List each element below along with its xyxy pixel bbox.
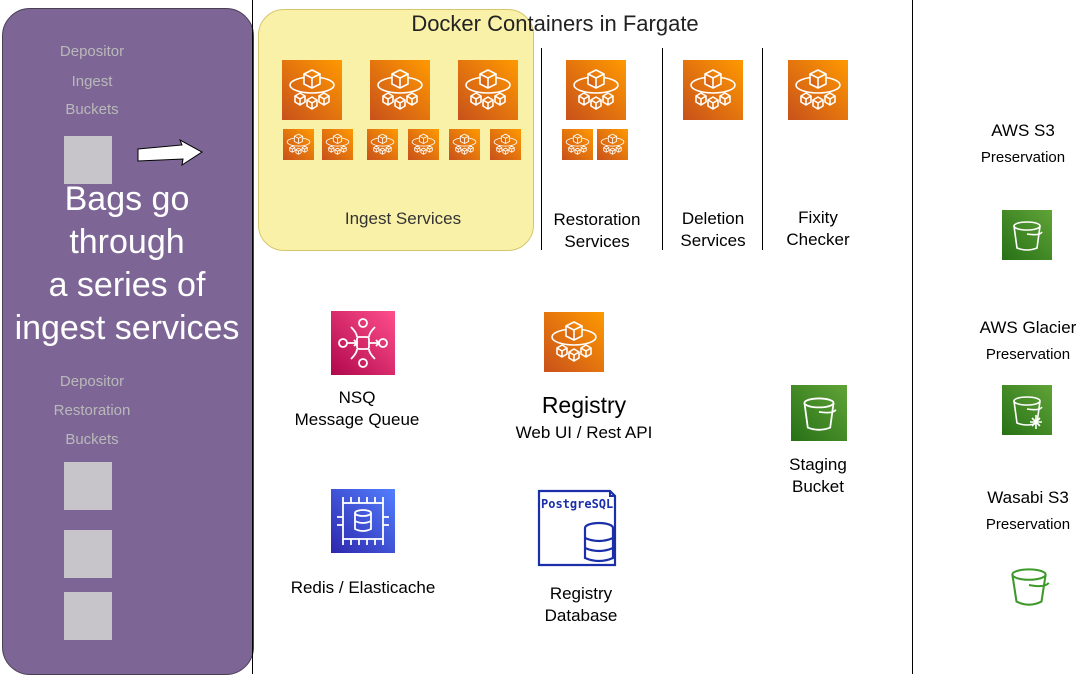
deletion-services-label: Deletion Services xyxy=(663,208,763,252)
cube-icon xyxy=(458,60,518,120)
depositor-ingest-label-2: Ingest xyxy=(71,73,113,90)
cube-icon xyxy=(449,129,480,160)
wasabi-s3-subtitle: Preservation xyxy=(985,516,1071,533)
redis-label: Redis / Elasticache xyxy=(290,578,436,597)
cube-icon xyxy=(566,60,626,120)
cube-icon xyxy=(282,60,342,120)
left-divider xyxy=(252,0,253,674)
banner-text: Bags go through a series of ingest servi… xyxy=(2,178,252,350)
aws-s3-subtitle: Preservation xyxy=(980,149,1066,166)
cube-icon xyxy=(788,60,848,120)
fixity-line-1: Fixity xyxy=(798,208,838,227)
cube-icon xyxy=(597,129,628,160)
registry-db-line-1: Registry xyxy=(549,584,613,603)
service-divider-1 xyxy=(541,48,542,250)
cube-icon xyxy=(408,129,439,160)
restoration-line-2: Services xyxy=(564,232,630,251)
deletion-line-2: Services xyxy=(680,231,746,250)
registry-title: Registry xyxy=(541,392,627,418)
depositor-ingest-bucket-icon xyxy=(64,136,112,184)
outline-bucket-icon xyxy=(1003,560,1055,612)
staging-line-2: Bucket xyxy=(792,477,844,496)
nsq-icon xyxy=(331,311,395,375)
nsq-line-1: NSQ xyxy=(338,388,376,407)
aws-glacier-subtitle: Preservation xyxy=(985,346,1071,363)
depositor-restoration-label-2: Restoration xyxy=(53,402,131,419)
redis-icon xyxy=(331,489,395,553)
banner-line-2: through xyxy=(69,223,185,261)
staging-line-1: Staging xyxy=(789,455,847,474)
depositor-restoration-bucket-icon-3 xyxy=(64,592,112,640)
depositor-restoration-label-3: Buckets xyxy=(65,431,119,448)
fixity-line-2: Checker xyxy=(786,230,850,249)
restoration-services-label: Restoration Services xyxy=(542,209,652,253)
fargate-title: Docker Containers in Fargate xyxy=(411,11,699,36)
depositor-restoration-label-1: Depositor xyxy=(59,373,125,390)
arrow-icon xyxy=(137,139,203,167)
cube-icon xyxy=(490,129,521,160)
bucket-icon xyxy=(791,385,847,441)
bucket-icon xyxy=(1002,210,1052,260)
registry-subtitle: Web UI / Rest API xyxy=(515,423,653,442)
postgresql-text: PostgreSQL xyxy=(541,497,614,511)
cube-icon xyxy=(322,129,353,160)
wasabi-s3-title: Wasabi S3 xyxy=(987,488,1069,507)
depositor-restoration-bucket-icon-1 xyxy=(64,462,112,510)
aws-s3-title: AWS S3 xyxy=(991,121,1055,140)
cube-icon xyxy=(283,129,314,160)
service-divider-3 xyxy=(762,48,763,250)
cube-icon xyxy=(367,129,398,160)
deletion-line-1: Deletion xyxy=(681,209,745,228)
depositor-restoration-bucket-icon-2 xyxy=(64,530,112,578)
depositor-ingest-label-1: Depositor xyxy=(59,43,125,60)
depositor-ingest-label-3: Buckets xyxy=(65,101,119,118)
ingest-banner xyxy=(2,8,254,675)
aws-glacier-title: AWS Glacier xyxy=(979,318,1077,337)
nsq-label: NSQ Message Queue xyxy=(272,387,442,431)
postgresql-icon xyxy=(537,489,617,567)
fixity-checker-label: Fixity Checker xyxy=(768,207,868,251)
registry-db-line-2: Database xyxy=(544,606,618,625)
cube-icon xyxy=(562,129,593,160)
banner-line-1: Bags go xyxy=(64,180,190,218)
banner-line-4: ingest services xyxy=(14,309,240,347)
service-divider-2 xyxy=(662,48,663,250)
staging-bucket-label: Staging Bucket xyxy=(768,454,868,498)
ingest-services-label: Ingest Services xyxy=(344,209,462,228)
cube-icon xyxy=(544,312,604,372)
right-divider xyxy=(912,0,913,674)
cube-icon xyxy=(370,60,430,120)
cube-icon xyxy=(683,60,743,120)
banner-line-3: a series of xyxy=(48,266,206,304)
glacier-bucket-icon xyxy=(1002,385,1052,435)
registry-database-label: Registry Database xyxy=(531,583,631,627)
restoration-line-1: Restoration xyxy=(553,210,641,229)
nsq-line-2: Message Queue xyxy=(294,410,420,429)
